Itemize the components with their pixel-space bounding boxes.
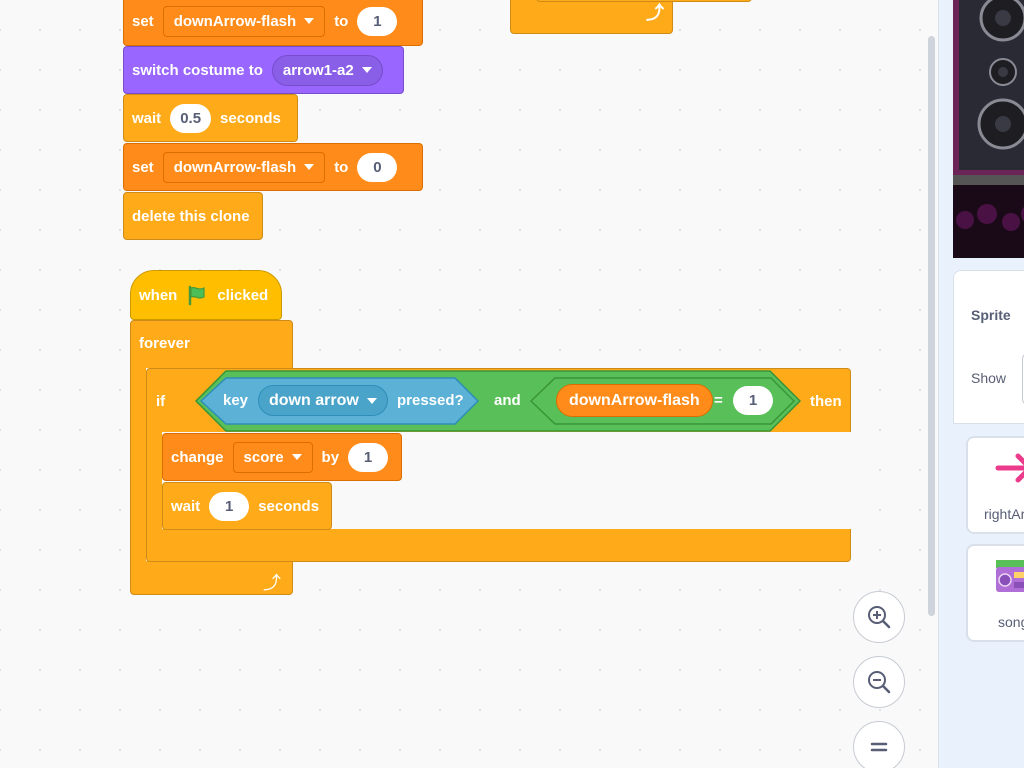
set-variable-block-1[interactable]: set downArrow-flash to 1 bbox=[123, 0, 423, 46]
sprite-info-panel: Sprite Show bbox=[953, 270, 1024, 424]
pressed-label: pressed? bbox=[397, 392, 464, 409]
wait-label: wait bbox=[171, 497, 201, 515]
when-label: when bbox=[139, 286, 178, 304]
if-label: if bbox=[156, 393, 166, 410]
code-workspace[interactable]: ⤴ set downArrow-flash to 1 switch costum… bbox=[0, 0, 938, 768]
key-dropdown[interactable]: down arrow bbox=[258, 385, 388, 416]
loop-arrow-icon: ⤴ bbox=[263, 573, 281, 593]
set-variable-block-2[interactable]: set downArrow-flash to 0 bbox=[123, 143, 423, 191]
variable-name: downArrow-flash bbox=[173, 12, 297, 30]
by-label: by bbox=[321, 448, 340, 466]
wait-block-2[interactable]: wait 1 seconds bbox=[162, 482, 332, 530]
switch-costume-label: switch costume to bbox=[132, 61, 263, 79]
score-dropdown[interactable]: score bbox=[232, 441, 313, 473]
forever-label: forever bbox=[139, 335, 190, 352]
boombox-sprite-thumbnail bbox=[996, 560, 1024, 592]
seconds-label: seconds bbox=[220, 109, 281, 127]
sprite-name: rightAr bbox=[984, 506, 1024, 522]
wait-seconds-input[interactable]: 1 bbox=[209, 491, 250, 521]
set-label: set bbox=[132, 158, 154, 176]
change-score-block[interactable]: change score by 1 bbox=[162, 433, 402, 481]
right-arrow-sprite-thumbnail bbox=[995, 453, 1024, 483]
zoom-in-button[interactable] bbox=[853, 591, 905, 643]
key-name: down arrow bbox=[269, 391, 359, 409]
zoom-reset-icon bbox=[870, 742, 888, 752]
chevron-down-icon bbox=[361, 67, 372, 73]
partial-block-top bbox=[536, 0, 752, 2]
sprite-tile-song[interactable]: song bbox=[966, 544, 1024, 642]
wait-label: wait bbox=[132, 109, 162, 127]
wait-block-1[interactable]: wait 0.5 seconds bbox=[123, 94, 298, 142]
show-label: Show bbox=[971, 370, 1007, 386]
wait-seconds-input[interactable]: 0.5 bbox=[170, 103, 212, 133]
costume-dropdown[interactable]: arrow1-a2 bbox=[271, 54, 383, 86]
costume-name: arrow1-a2 bbox=[282, 61, 354, 79]
sprite-tile-rightarrow[interactable]: rightAr bbox=[966, 436, 1024, 534]
zoom-out-button[interactable] bbox=[853, 656, 905, 708]
variable-name: downArrow-flash bbox=[173, 158, 297, 176]
change-label: change bbox=[171, 448, 224, 466]
zoom-in-icon bbox=[868, 606, 891, 629]
workspace-scrollbar[interactable] bbox=[928, 36, 935, 616]
seconds-label: seconds bbox=[258, 497, 320, 515]
set-label: set bbox=[132, 12, 154, 30]
equals-label: = bbox=[714, 392, 723, 409]
value-input[interactable]: 0 bbox=[357, 152, 398, 182]
variable-dropdown[interactable]: downArrow-flash bbox=[162, 5, 326, 37]
partial-forever-block[interactable]: ⤴ bbox=[510, 0, 673, 34]
key-label: key bbox=[223, 392, 249, 409]
when-flag-clicked-block[interactable]: when clicked bbox=[130, 270, 282, 320]
variable-dropdown[interactable]: downArrow-flash bbox=[162, 151, 326, 183]
chevron-down-icon bbox=[304, 164, 315, 170]
switch-costume-block[interactable]: switch costume to arrow1-a2 bbox=[123, 46, 404, 94]
stage-and-sprite-panel: Sprite Show rightAr song bbox=[938, 0, 1024, 768]
green-flag-icon bbox=[186, 284, 208, 306]
zoom-reset-button[interactable] bbox=[853, 721, 905, 768]
loop-arrow-icon: ⤴ bbox=[646, 3, 664, 23]
chevron-down-icon bbox=[304, 18, 315, 24]
chevron-down-icon bbox=[366, 397, 377, 404]
zoom-out-icon bbox=[868, 671, 891, 694]
stage-preview[interactable] bbox=[953, 0, 1024, 258]
downarrow-flash-reporter[interactable]: downArrow-flash bbox=[556, 384, 713, 417]
clicked-label: clicked bbox=[217, 286, 269, 304]
value-input[interactable]: 1 bbox=[357, 6, 398, 36]
delete-clone-label: delete this clone bbox=[132, 207, 250, 225]
sprite-name: song bbox=[998, 614, 1024, 630]
sprite-label: Sprite bbox=[971, 307, 1011, 323]
change-value-input[interactable]: 1 bbox=[348, 442, 389, 472]
equals-value-input[interactable]: 1 bbox=[733, 386, 773, 415]
score-variable: score bbox=[243, 448, 284, 466]
and-label: and bbox=[494, 392, 521, 409]
delete-this-clone-block[interactable]: delete this clone bbox=[123, 192, 263, 240]
to-label: to bbox=[334, 158, 349, 176]
chevron-down-icon bbox=[291, 454, 302, 460]
to-label: to bbox=[334, 12, 349, 30]
then-label: then bbox=[810, 393, 842, 410]
